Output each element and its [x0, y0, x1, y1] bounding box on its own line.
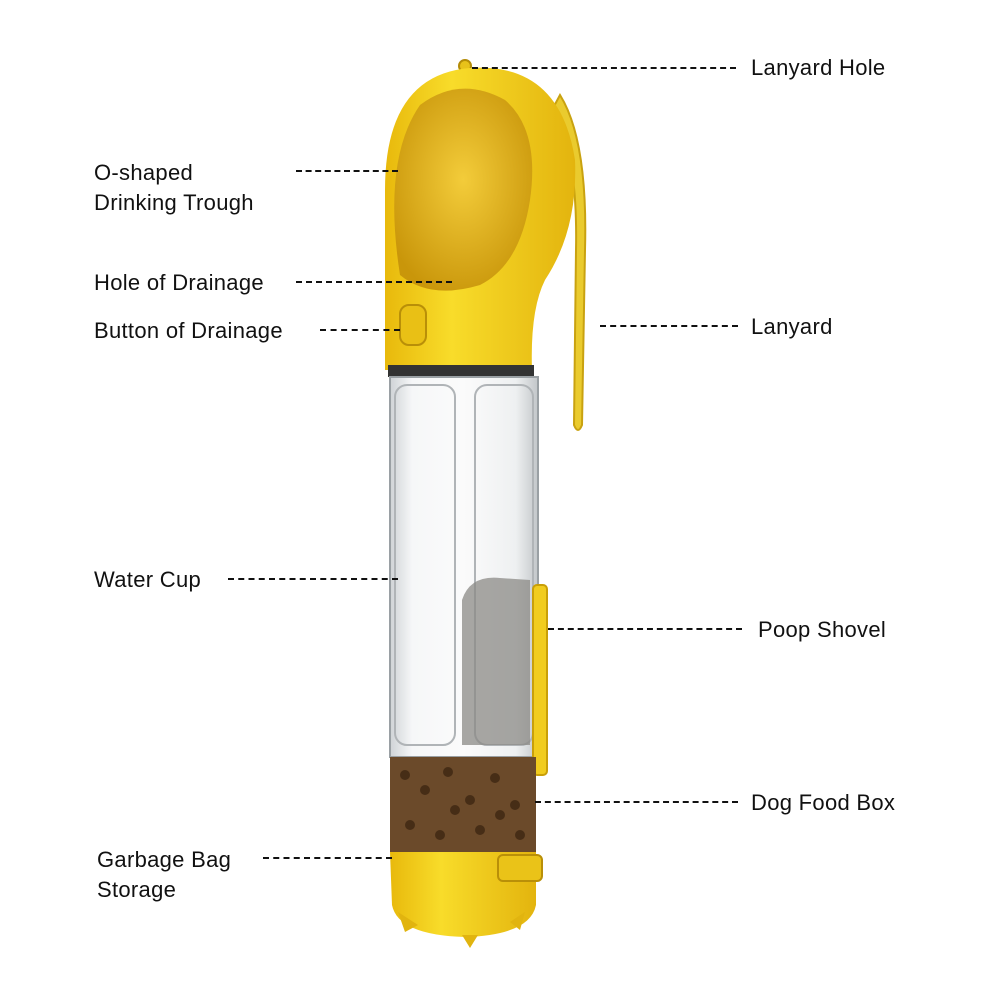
label-poop-shovel: Poop Shovel [758, 617, 887, 642]
leader-line-garbage-bag [263, 857, 392, 859]
label-trough-line2: Drinking Trough [94, 190, 254, 215]
leader-line-poop-shovel [548, 628, 742, 630]
leader-line-button-drainage [320, 329, 400, 331]
leader-line-water-cup [228, 578, 398, 580]
label-button-drainage: Button of Drainage [94, 318, 283, 343]
leader-line-lanyard-hole [472, 67, 736, 69]
o-shaped-trough [394, 88, 533, 291]
label-garbage-line1: Garbage Bag [97, 847, 232, 872]
label-hole-drainage: Hole of Drainage [94, 270, 264, 295]
poop-shovel-handle [532, 584, 548, 776]
drainage-button [399, 304, 427, 346]
leader-line-lanyard [600, 325, 738, 327]
poop-shovel-blade [462, 577, 530, 745]
leader-line-hole-drainage [296, 281, 452, 283]
label-water-cup: Water Cup [94, 567, 202, 592]
leader-line-trough [296, 170, 398, 172]
label-dog-food-box: Dog Food Box [751, 790, 896, 815]
leader-line-dog-food-box [535, 801, 738, 803]
label-garbage-line2: Storage [97, 877, 177, 902]
label-lanyard: Lanyard [751, 314, 833, 339]
label-trough-line1: O-shaped [94, 160, 194, 185]
label-lanyard-hole: Lanyard Hole [751, 55, 886, 80]
